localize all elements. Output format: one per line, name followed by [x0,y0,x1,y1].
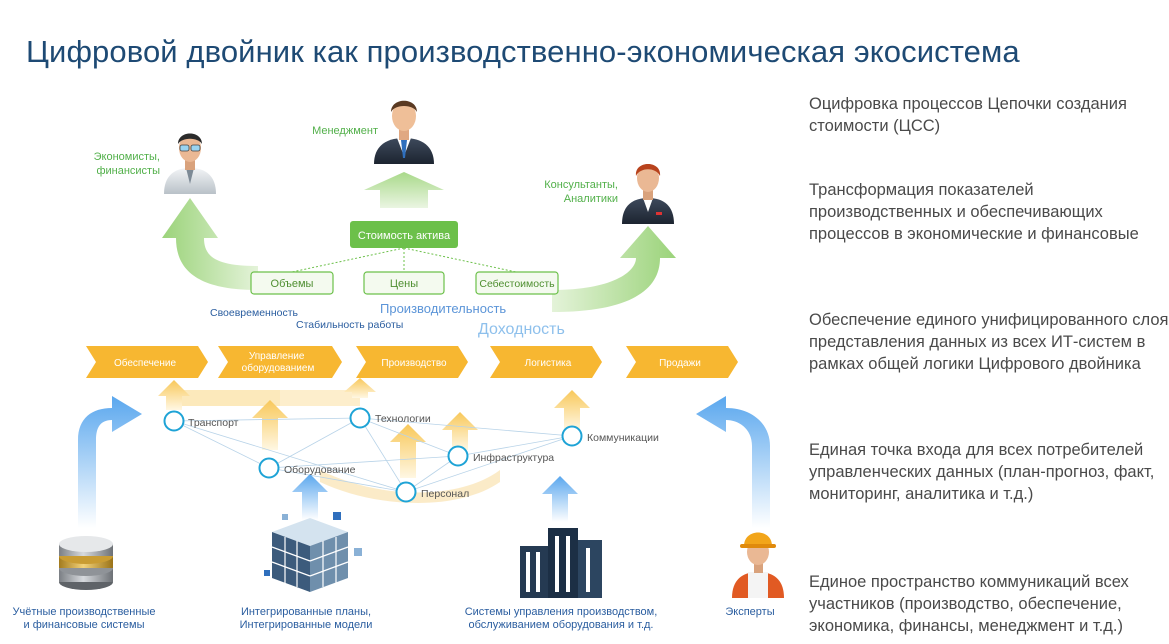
chain-label-logistics: Логистика [525,358,572,369]
side-text-2: Трансформация показателей производственн… [809,181,1139,243]
orange-up-arrows [158,378,590,478]
node-equipment: Оборудование [258,457,356,479]
chain-label-supply: Обеспечение [114,357,176,369]
side-text-1: Оцифровка процессов Цепочки создания сто… [809,95,1127,135]
source-accounting-label-2: и финансовые системы [24,619,145,631]
prices-label: Цены [390,278,418,290]
node-equipment-label: Оборудование [284,464,356,476]
cube-icon [264,512,362,592]
source-experts-label: Эксперты [725,606,774,618]
arrow-up-management [364,172,444,208]
source-plans-label-1: Интегрированные планы, [241,606,371,618]
side-text-3: Обеспечение единого унифицированного сло… [809,311,1169,373]
node-personnel-label: Персонал [421,488,469,500]
chain-stage-equipment [218,346,342,378]
blue-arrow-experts [696,396,770,528]
chain-label-equipment: Управление оборудованием [242,351,315,374]
node-personnel-circle [395,481,417,503]
prices-box [363,271,445,295]
asset-cost-label: Стоимость актива [358,230,451,242]
cost-price-label: Себестоимость [479,278,555,290]
kpi-timeliness: Своевременность [210,307,299,319]
cost-price-box [475,271,559,295]
blue-arrow-accounting [78,396,142,528]
value-chain: Обеспечение Управление оборудованием Про… [86,346,738,378]
node-technology: Технологии [349,407,431,429]
ecosystem-diagram: Стоимость актива Объемы Цены Себестоимос… [13,100,784,631]
kpi-productivity: Производительность [380,301,506,316]
node-technology-circle [349,407,371,429]
source-systems-label-2: обслуживанием оборудования и т.д. [469,619,654,631]
node-technology-label: Технологии [375,413,431,425]
node-transport-label: Транспорт [188,417,239,429]
node-communications-label: Коммуникации [587,432,659,444]
economists-label-2: финансисты [96,165,160,177]
chain-stage-sales [626,346,738,378]
node-personnel: Персонал [395,481,469,503]
side-text-4: Единая точка входа для всех потребителей… [809,441,1155,503]
node-infrastructure-circle [447,445,469,467]
node-infrastructure: Инфраструктура [447,445,554,467]
asset-cost-box [350,221,458,248]
node-equipment-circle [258,457,280,479]
chain-stage-production [356,346,468,378]
chain-label-production: Производство [381,358,447,369]
node-infrastructure-label: Инфраструктура [473,452,554,464]
source-plans-label-2: Интегрированные модели [240,619,373,631]
buildings-icon [520,528,602,598]
kpi-profitability: Доходность [478,321,565,338]
economist-avatar-icon [164,133,216,194]
orange-connector-band [182,390,280,406]
consultant-avatar-icon [622,164,674,224]
blue-arrow-systems [542,476,578,522]
source-accounting-label-1: Учётные производственные [13,606,156,618]
chain-label-sales: Продажи [659,358,701,369]
consultants-label-1: Консультанты, [544,179,618,191]
economists-label-1: Экономисты, [94,151,160,163]
side-text-5: Единое пространство коммуникаций всех уч… [809,573,1129,635]
node-communications-circle [561,425,583,447]
chain-stage-logistics [490,346,602,378]
arrow-right-consultants [552,226,676,312]
node-transport: Транспорт [163,410,239,432]
source-systems-label-1: Системы управления производством, [465,606,658,618]
arrow-left-economists [162,198,258,290]
manager-avatar-icon [374,100,434,164]
page-title: Цифровой двойник как производственно-эко… [26,34,1020,69]
node-communications: Коммуникации [561,425,659,447]
database-icon [59,536,113,590]
worker-avatar-icon [732,532,784,598]
kpi-stability: Стабильность работы [296,319,403,331]
blue-arrow-plans [292,474,328,520]
node-transport-circle [163,410,185,432]
consultants-label-2: Аналитики [564,193,618,205]
management-label: Менеджмент [312,125,378,137]
volumes-box [250,271,334,295]
volumes-label: Объемы [271,278,314,290]
chain-stage-supply [86,346,208,378]
